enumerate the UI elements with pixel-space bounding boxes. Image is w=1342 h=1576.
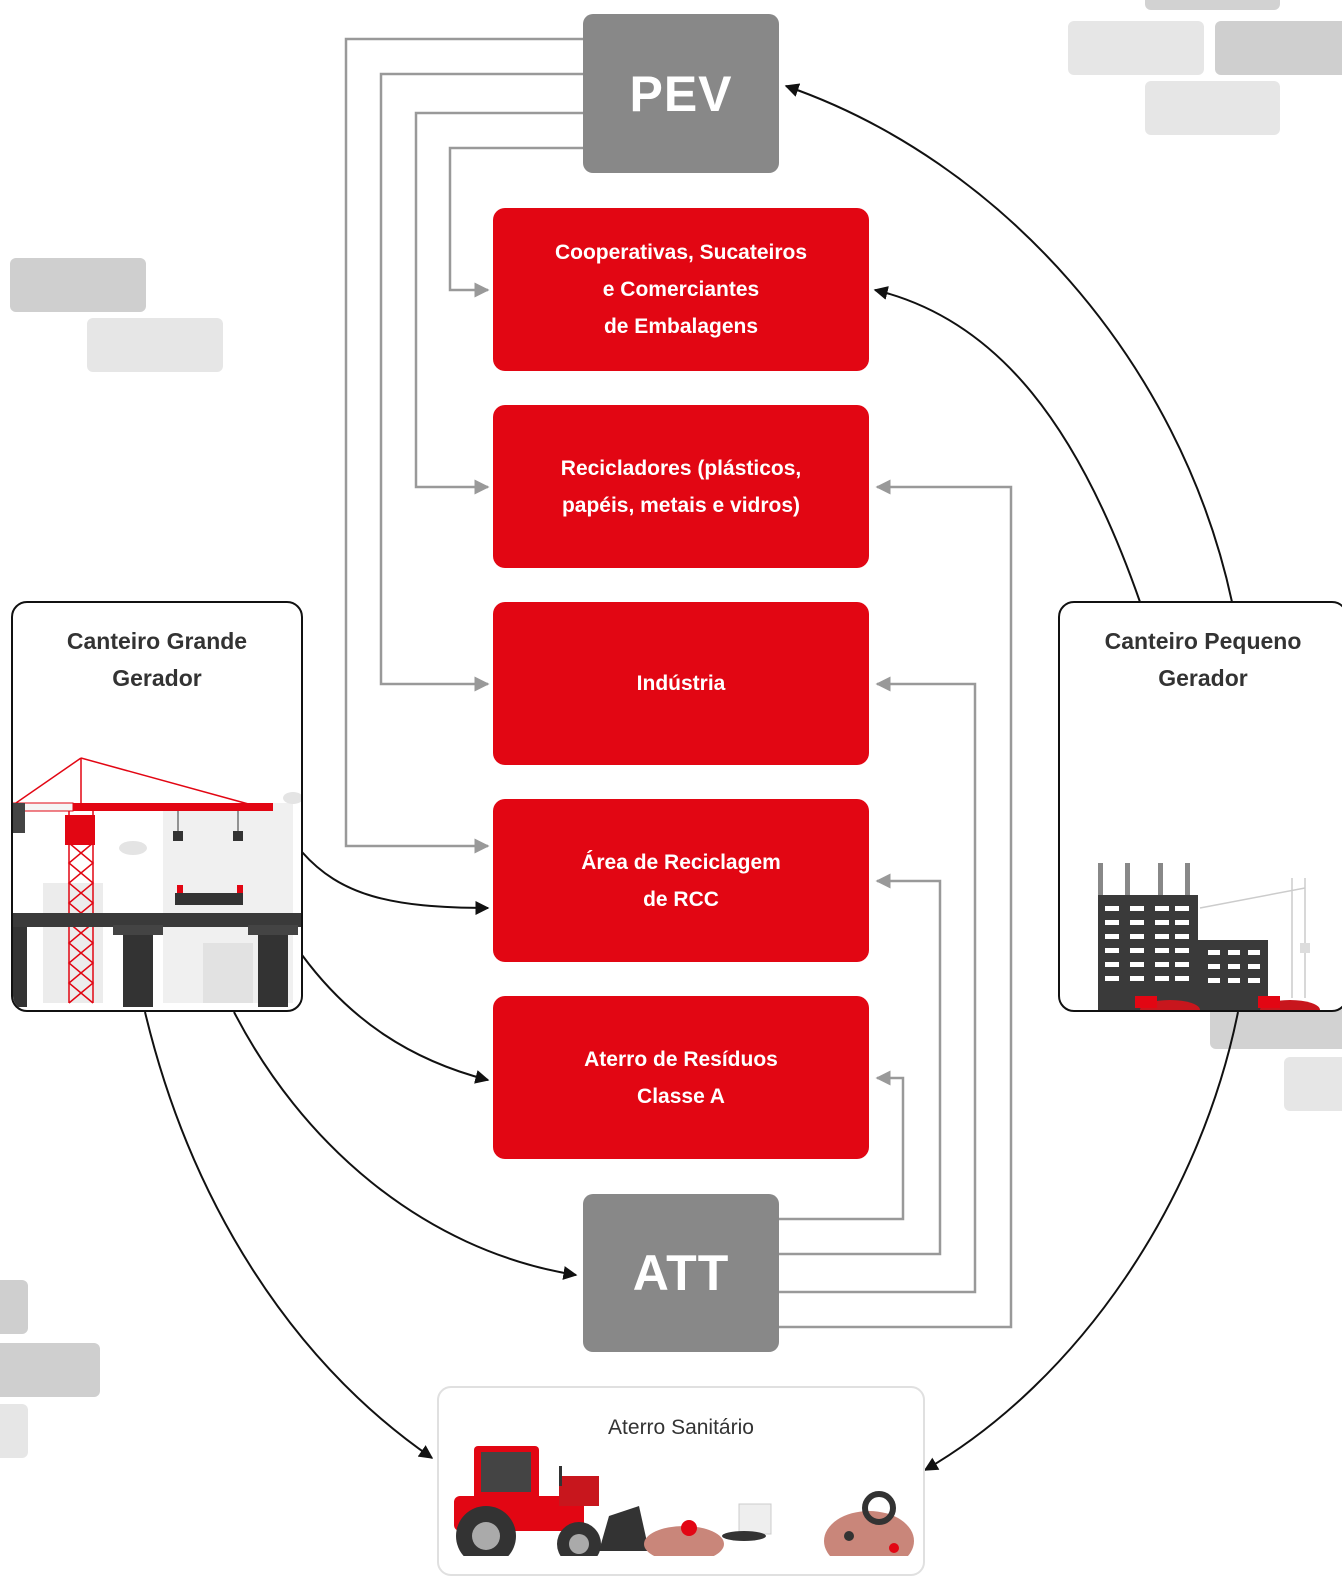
connector-att-industria (779, 676, 977, 1294)
background-brick (1068, 21, 1204, 75)
arrow-grande-to-aterro-classe-a (301, 954, 490, 1084)
background-brick (0, 1280, 28, 1334)
arrow-grande-to-aterro-sanitario (144, 1011, 434, 1459)
connector-pev-cooperativas (448, 146, 583, 298)
cooperativas-node: Cooperativas, Sucateiros e Comerciantes … (493, 208, 869, 371)
background-brick (1284, 1057, 1342, 1111)
construction-cranes-bridge-illustration (13, 757, 301, 1007)
background-brick (0, 1404, 28, 1458)
connector-pev-recicladores (414, 111, 583, 495)
background-brick (1145, 81, 1280, 135)
area-reciclagem-node: Área de Reciclagem de RCC (493, 799, 869, 962)
background-brick (87, 318, 223, 372)
arrow-grande-to-area-reciclagem (301, 851, 490, 915)
aterro-sanitario-title: Aterro Sanitário (608, 1416, 754, 1439)
pev-node: PEV (583, 14, 779, 173)
background-brick (1215, 21, 1342, 75)
arrow-pequeno-to-aterro-sanitario (923, 1011, 1239, 1471)
tractor-landfill-illustration (454, 1446, 914, 1556)
arrow-pequeno-to-pev (784, 83, 1233, 603)
canteiro-pequeno-gerador-title: Canteiro Pequeno Gerador (1104, 628, 1302, 691)
connector-att-recicladores (779, 479, 1013, 1329)
recicladores-node: Recicladores (plásticos, papéis, metais … (493, 405, 869, 568)
building-under-construction-illustration (1098, 863, 1320, 1010)
connector-pev-industria (379, 72, 583, 692)
arrow-grande-to-att (233, 1011, 578, 1280)
canteiro-pequeno-gerador-card: Canteiro Pequeno Gerador (1058, 601, 1342, 1012)
canteiro-grande-gerador-card: Canteiro Grande Gerador (11, 601, 303, 1012)
connector-att-area-reciclagem (779, 873, 942, 1256)
att-node: ATT (583, 1194, 779, 1352)
industria-node: Indústria (493, 602, 869, 765)
background-brick (0, 1343, 100, 1397)
connector-att-aterro-classe-a (779, 1070, 905, 1221)
canteiro-grande-gerador-title: Canteiro Grande Gerador (66, 628, 248, 691)
background-brick (1145, 0, 1280, 10)
aterro-classe-a-node: Aterro de Resíduos Classe A (493, 996, 869, 1159)
connector-pev-area-reciclagem (344, 37, 583, 854)
arrow-pequeno-to-cooperativas (873, 286, 1141, 603)
background-brick (10, 258, 146, 312)
